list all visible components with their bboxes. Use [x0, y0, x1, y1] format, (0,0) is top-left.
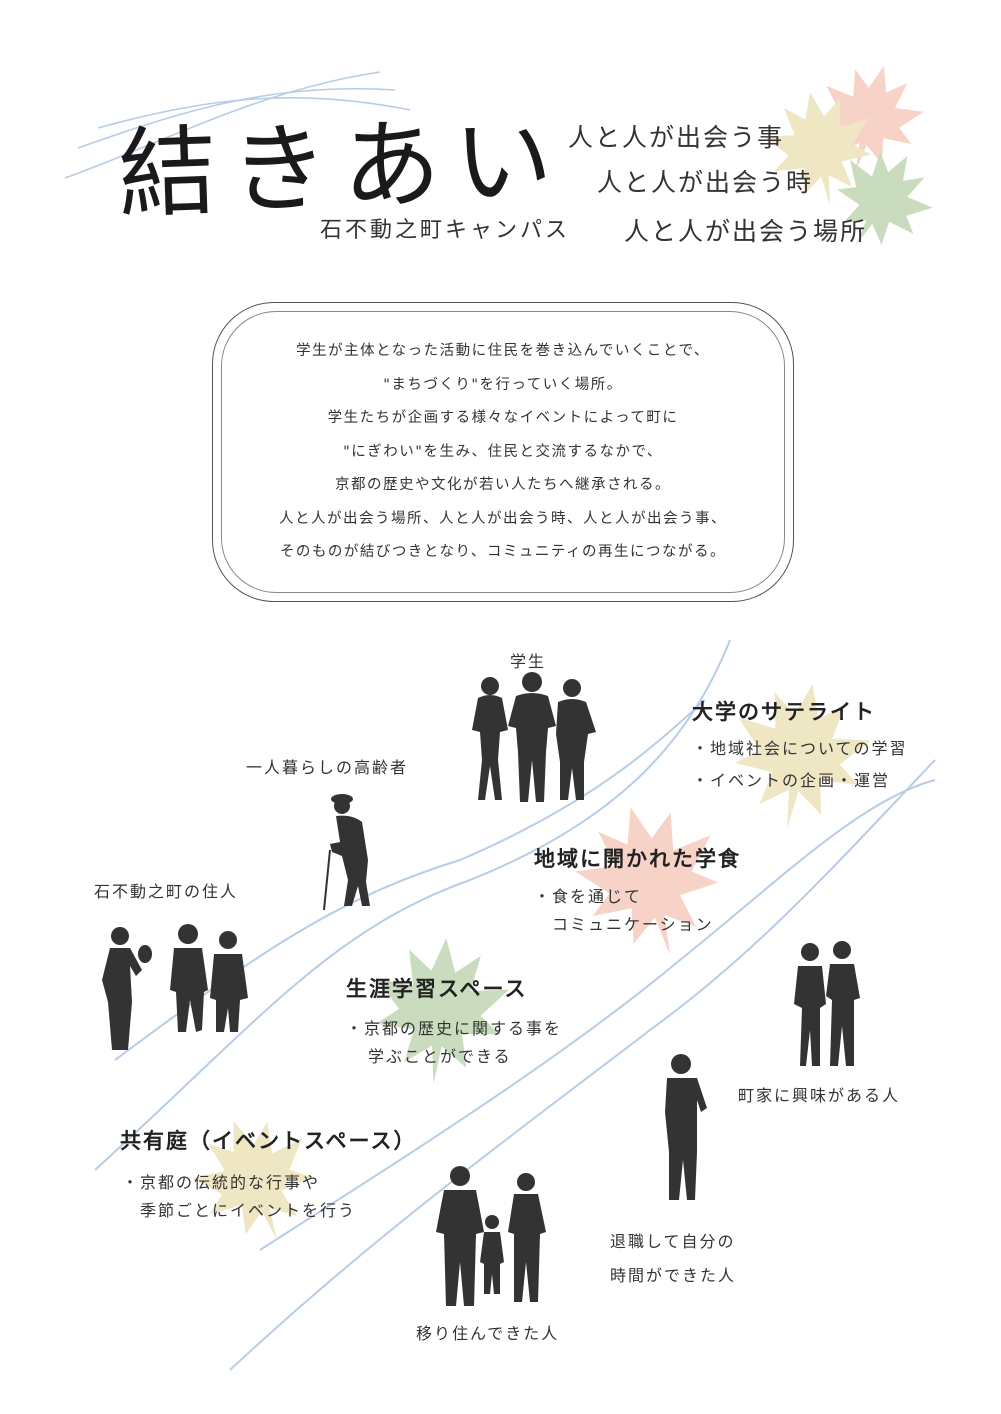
satellite-item-2: ・イベントの企画・運営 [692, 771, 891, 790]
intro-line: 学生が主体となった活動に住民を巻き込んでいくことで、 [296, 343, 710, 359]
intro-line: "にぎわい"を生み、住民と交流するなかで、 [343, 443, 663, 460]
learning-title: 生涯学習スペース [346, 977, 528, 1001]
intro-box-inner-border [221, 311, 785, 593]
learning-line-2: 学ぶことができる [368, 1047, 512, 1066]
label-students: 学生 [510, 652, 547, 671]
intro-line: 京都の歴史や文化が若い人たちへ継承される。 [335, 477, 671, 493]
label-machiya: 町家に興味がある人 [738, 1086, 901, 1105]
elderly-silhouette-icon [323, 794, 370, 911]
top-stream-lines [64, 71, 411, 179]
intro-line: 学生たちが企画する様々なイベントによって町に [327, 410, 679, 426]
satellite-title: 大学のサテライト [692, 700, 876, 724]
label-elderly: 一人暮らしの高齢者 [246, 758, 409, 777]
residents-silhouette-icon [102, 924, 248, 1050]
cafeteria-line-2: コミュニケーション [552, 915, 714, 934]
campus-subtitle: 石不動之町キャンパス [320, 218, 571, 243]
retired-silhouette-icon [665, 1054, 707, 1200]
garden-line-1: ・京都の伝統的な行事や [122, 1173, 321, 1192]
cafeteria-title: 地域に開かれた学食 [534, 847, 741, 871]
cafeteria-line-1: ・食を通じて [534, 887, 643, 906]
tagline-2: 人と人が出会う時 [597, 168, 814, 197]
label-retired-2: 時間ができた人 [610, 1266, 737, 1285]
tagline-3: 人と人が出会う場所 [624, 217, 868, 246]
label-retired-1: 退職して自分の [610, 1232, 736, 1251]
family-silhouette-icon [436, 1166, 546, 1306]
intro-text: 学生が主体となった活動に住民を巻き込んでいくことで、 "まちづくり"を行っていく… [213, 335, 793, 570]
satellite-item-1: ・地域社会についての学習 [692, 739, 908, 758]
label-movers: 移り住んできた人 [416, 1324, 560, 1343]
label-residents: 石不動之町の住人 [94, 882, 239, 901]
machiya-couple-silhouette-icon [794, 941, 860, 1066]
students-silhouette-icon [472, 672, 596, 802]
intro-line: "まちづくり"を行っていく場所。 [383, 376, 623, 393]
garden-title: 共有庭（イベントスペース） [120, 1129, 417, 1153]
tagline-1: 人と人が出会う事 [568, 123, 785, 152]
intro-line: そのものが結びつきとなり、コミュニティの再生につながる。 [279, 544, 727, 560]
intro-box: 学生が主体となった活動に住民を巻き込んでいくことで、 "まちづくり"を行っていく… [212, 302, 794, 602]
intro-line: 人と人が出会う場所、人と人が出会う時、人と人が出会う事、 [279, 510, 727, 527]
learning-line-1: ・京都の歴史に関する事を [346, 1019, 563, 1038]
garden-line-2: 季節ごとにイベントを行う [140, 1201, 357, 1220]
